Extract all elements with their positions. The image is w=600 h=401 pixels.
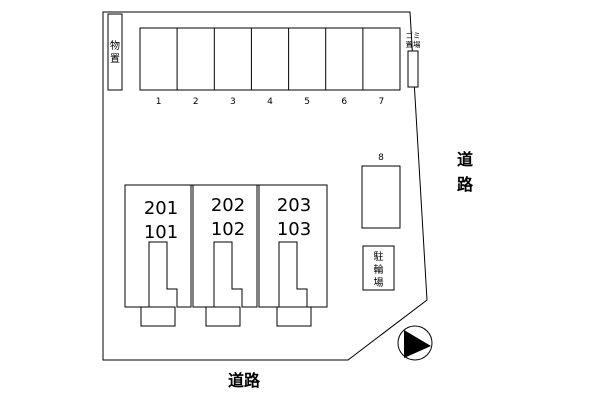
parking-space-number: 2 xyxy=(193,97,199,107)
parking-space-number: 7 xyxy=(379,97,385,107)
garbage-label-2: 置場 xyxy=(406,39,421,49)
unit-lower-number: 103 xyxy=(277,219,311,240)
bicycle-label-3: 場 xyxy=(374,276,384,289)
bicycle-label-2: 輪 xyxy=(374,263,384,276)
entrance-step xyxy=(140,306,176,327)
parking-space-8: 8 xyxy=(361,153,401,229)
unit-lower-number: 102 xyxy=(211,219,245,240)
unit-upper-number: 202 xyxy=(211,195,245,216)
bicycle-parking: 駐 輪 場 xyxy=(362,245,395,291)
entrance-step xyxy=(205,306,241,327)
north-arrow-icon xyxy=(397,325,433,361)
unit-upper-number: 201 xyxy=(144,198,178,219)
road-label-right-1: 道 xyxy=(457,150,473,169)
parking-space-number: 4 xyxy=(267,97,273,107)
storage-label-1: 物 xyxy=(110,39,120,52)
apartment-building xyxy=(124,184,328,327)
storage-shed: 物 置 xyxy=(107,13,123,91)
parking-space-number: 6 xyxy=(341,97,347,107)
parking-space-8-number: 8 xyxy=(378,153,384,163)
road-label-bottom: 道路 xyxy=(228,371,261,390)
garbage-area: ゴミ 置場 xyxy=(406,30,421,88)
unit-upper-number: 203 xyxy=(277,195,311,216)
parking-space-number: 5 xyxy=(304,97,310,107)
unit-lower-number: 101 xyxy=(144,222,178,243)
entrance-step xyxy=(276,306,312,327)
parking-space-number: 1 xyxy=(156,97,162,107)
road-label-right-2: 路 xyxy=(457,175,474,194)
bicycle-label-1: 駐 xyxy=(374,250,384,263)
garbage-label-1: ゴミ xyxy=(406,30,421,40)
storage-label-2: 置 xyxy=(110,53,120,65)
parking-row: 1 2 3 4 5 6 7 xyxy=(139,27,401,107)
parking-space-number: 3 xyxy=(230,97,236,107)
